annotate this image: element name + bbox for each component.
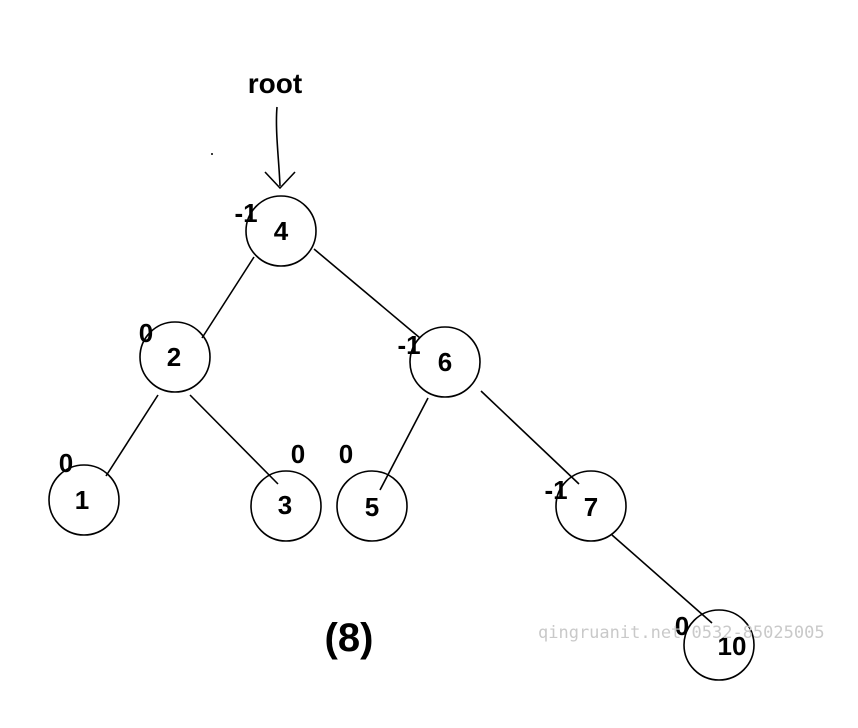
tree-node-7: 7 -1 xyxy=(544,470,627,542)
edge-4-2 xyxy=(201,256,255,339)
node-circle xyxy=(245,195,317,267)
balance-factor: 0 xyxy=(139,318,153,348)
node-circle xyxy=(139,321,211,393)
tree-node-1: 10 xyxy=(48,448,120,536)
node-value: 2 xyxy=(167,342,181,372)
node-value: 10 xyxy=(718,631,747,661)
edges-layer xyxy=(105,248,713,624)
stray-dot xyxy=(211,153,213,155)
node-value: 5 xyxy=(365,492,379,522)
node-circle xyxy=(336,470,408,542)
node-circle xyxy=(48,464,120,536)
tree-node-2: 20 xyxy=(139,318,211,393)
figure-caption: (8) xyxy=(325,616,374,660)
tree-node-5: 50 xyxy=(336,439,408,542)
edge-2-3 xyxy=(189,394,279,485)
balance-factor: 0 xyxy=(339,439,353,469)
balance-factor: -1 xyxy=(397,330,420,360)
watermark: qingruanit.net 0532-85025005 xyxy=(538,623,825,643)
balance-factor: 0 xyxy=(59,448,73,478)
balance-factor: -1 xyxy=(234,198,257,228)
tree-node-3: 30 xyxy=(250,439,322,542)
edge-6-7 xyxy=(480,390,580,485)
node-value: 1 xyxy=(75,485,89,515)
node-value: 6 xyxy=(438,347,452,377)
tree-node-10: 10 0 xyxy=(675,609,755,681)
edge-7-10 xyxy=(611,534,713,624)
tree-node-6: 6 -1 xyxy=(397,326,481,398)
root-label: root xyxy=(248,68,302,99)
edge-4-6 xyxy=(313,248,421,339)
node-circle xyxy=(683,609,755,681)
edge-6-5 xyxy=(379,397,429,491)
node-value: 7 xyxy=(584,492,598,522)
balance-factor: 0 xyxy=(675,611,689,641)
node-circle xyxy=(409,326,481,398)
root-pointer: root xyxy=(248,68,302,190)
node-value: 4 xyxy=(274,216,289,246)
node-circle xyxy=(555,470,627,542)
tree-node-4: 4 -1 xyxy=(234,195,317,267)
balance-factor: 0 xyxy=(291,439,305,469)
root-arrow-shaft xyxy=(275,106,281,187)
node-value: 3 xyxy=(278,490,292,520)
node-circle xyxy=(250,470,322,542)
balance-factor: -1 xyxy=(544,475,567,505)
root-arrow-head xyxy=(264,171,296,190)
edge-2-1 xyxy=(105,394,159,477)
